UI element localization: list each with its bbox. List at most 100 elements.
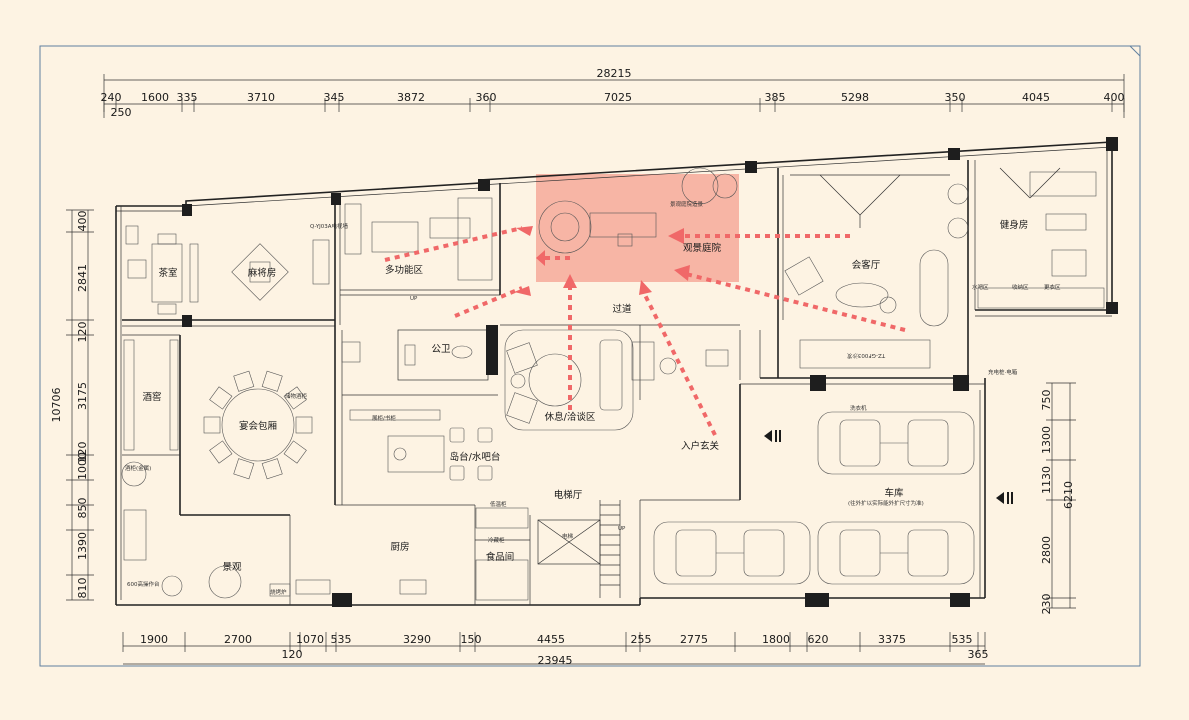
note-tv-cabinet: 展柜/书柜 — [372, 414, 396, 422]
note-storage-zone: 收纳区 — [1012, 283, 1029, 291]
room-mahjong: 麻将房 — [248, 267, 277, 279]
arrow-multi-function-to-courtyard — [384, 226, 523, 262]
left-total-dimension: 10706 — [50, 388, 63, 423]
bottom-segment-dimension: 1070 — [296, 633, 324, 646]
room-corridor: 过道 — [612, 303, 632, 315]
note-garage: (往外扩以实际能外扩尺寸为准) — [848, 499, 924, 507]
arrowhead — [674, 265, 690, 281]
arrowhead — [516, 226, 533, 236]
left-segment-dimension: 1000 — [76, 452, 89, 480]
bottom-sub-right: 365 — [968, 648, 989, 661]
room-island: 岛台/水吧台 — [450, 451, 501, 463]
left-segment-dimension: 120 — [76, 442, 89, 463]
left-segment-dimension: 3175 — [76, 382, 89, 410]
right-segment-dimension: 1300 — [1040, 426, 1053, 454]
left-dimension-lines — [66, 209, 94, 601]
bottom-total-dimension: 23945 — [538, 654, 573, 667]
top-segment-dimension: 335 — [177, 91, 198, 104]
top-segment-dimension: 1600 — [141, 91, 169, 104]
right-segment-dimension: 2800 — [1040, 536, 1053, 564]
room-pantry: 食品间 — [486, 551, 515, 563]
room-elevator-hall: 电梯厅 — [554, 489, 583, 501]
bar-stool — [449, 465, 465, 481]
note-wine-storage: 储物酒柜 — [285, 392, 308, 400]
top-segment-dimension: 360 — [476, 91, 497, 104]
note-courtyard: 景观庭院造景 — [670, 200, 704, 208]
note-dressing-zone: 更衣区 — [1044, 283, 1061, 291]
right-total-dimension: 6210 — [1062, 481, 1075, 509]
top-total-dimension: 28215 — [597, 67, 632, 80]
room-lounge: 休息/洽谈区 — [545, 411, 596, 423]
banquet-chair — [233, 370, 255, 392]
banquet-chair — [209, 440, 233, 464]
top-segment-dimension: 7025 — [604, 91, 632, 104]
bar-stool — [477, 427, 493, 443]
bottom-segment-dimension: 1800 — [762, 633, 790, 646]
note-sink: 洗衣机 — [850, 404, 867, 412]
parked-car — [817, 521, 975, 585]
note-tv-wall: Q-YJ03A电视墙 — [310, 222, 349, 230]
room-wine-cellar: 酒窖 — [142, 391, 161, 403]
banquet-chair — [203, 416, 221, 434]
right-segment-dimension: 750 — [1040, 390, 1053, 411]
furniture — [121, 167, 1105, 601]
bottom-segment-dimension: 3290 — [403, 633, 431, 646]
note-seal: 冷藏柜 — [488, 536, 505, 544]
top-segment-dimension: 385 — [765, 91, 786, 104]
garage-entry-arrows — [764, 430, 1013, 504]
note-bar-zone: 水吧区 — [972, 283, 989, 291]
structural-columns — [182, 137, 1118, 607]
arrowhead — [639, 280, 652, 295]
left-segment-dimension: 2841 — [76, 264, 89, 292]
bottom-segment-dimension: 150 — [461, 633, 482, 646]
banquet-chair — [209, 386, 233, 410]
top-segment-dimension: 5298 — [841, 91, 869, 104]
parked-car — [817, 411, 975, 475]
note-unit: 600高操作台 — [127, 580, 160, 588]
arrowhead — [514, 286, 531, 296]
top-sub-dimension: 250 — [111, 106, 132, 119]
courtyard-highlight — [536, 174, 739, 282]
right-segment-dimension: 1130 — [1040, 466, 1053, 494]
parked-car — [653, 521, 811, 585]
bottom-segment-dimension: 3375 — [878, 633, 906, 646]
left-segment-dimension: 1390 — [76, 532, 89, 560]
left-segment-dimension: 400 — [76, 211, 89, 232]
room-public-wc: 公卫 — [431, 344, 451, 355]
frame-corner — [1129, 45, 1141, 57]
arrowhead — [668, 228, 684, 244]
bar-stool — [477, 465, 493, 481]
banquet-chair — [283, 386, 307, 410]
room-courtyard: 观景庭院 — [683, 242, 722, 254]
top-segment-dimension: 240 — [101, 91, 122, 104]
label-up-multi: UP — [410, 296, 418, 302]
bottom-segment-dimension: 255 — [631, 633, 652, 646]
banquet-chair — [261, 458, 283, 480]
circulation-arrows — [384, 226, 906, 436]
room-gym: 健身房 — [1000, 219, 1029, 231]
right-segment-dimension: 230 — [1040, 594, 1053, 615]
stairs — [599, 500, 621, 598]
top-segment-dimension: 350 — [945, 91, 966, 104]
label-up-stair: UP — [618, 526, 626, 532]
note-washer: 酒柜(金属) — [125, 464, 151, 472]
left-segment-dimension: 120 — [76, 322, 89, 343]
drawing-frame — [39, 45, 1141, 667]
room-garage: 车库 — [884, 487, 904, 499]
top-segment-dimension: 400 — [1104, 91, 1125, 104]
top-segment-dimension: 4045 — [1022, 91, 1050, 104]
bottom-segment-dimension: 620 — [808, 633, 829, 646]
room-multi-function: 多功能区 — [385, 264, 424, 276]
bottom-sub-left: 120 — [282, 648, 303, 661]
arrow-reception-lower — [685, 272, 906, 332]
note-sofa: TZ-GF003沙发 — [846, 352, 886, 360]
banquet-chair — [295, 416, 313, 434]
room-kitchen: 厨房 — [390, 541, 409, 553]
banquet-chair — [283, 440, 307, 464]
arrowhead — [563, 274, 577, 288]
room-tea-room: 茶室 — [158, 267, 177, 279]
top-segment-dimension: 345 — [324, 91, 345, 104]
left-segment-dimension: 810 — [76, 578, 89, 599]
note-bbq: 烧烤炉 — [270, 588, 287, 596]
